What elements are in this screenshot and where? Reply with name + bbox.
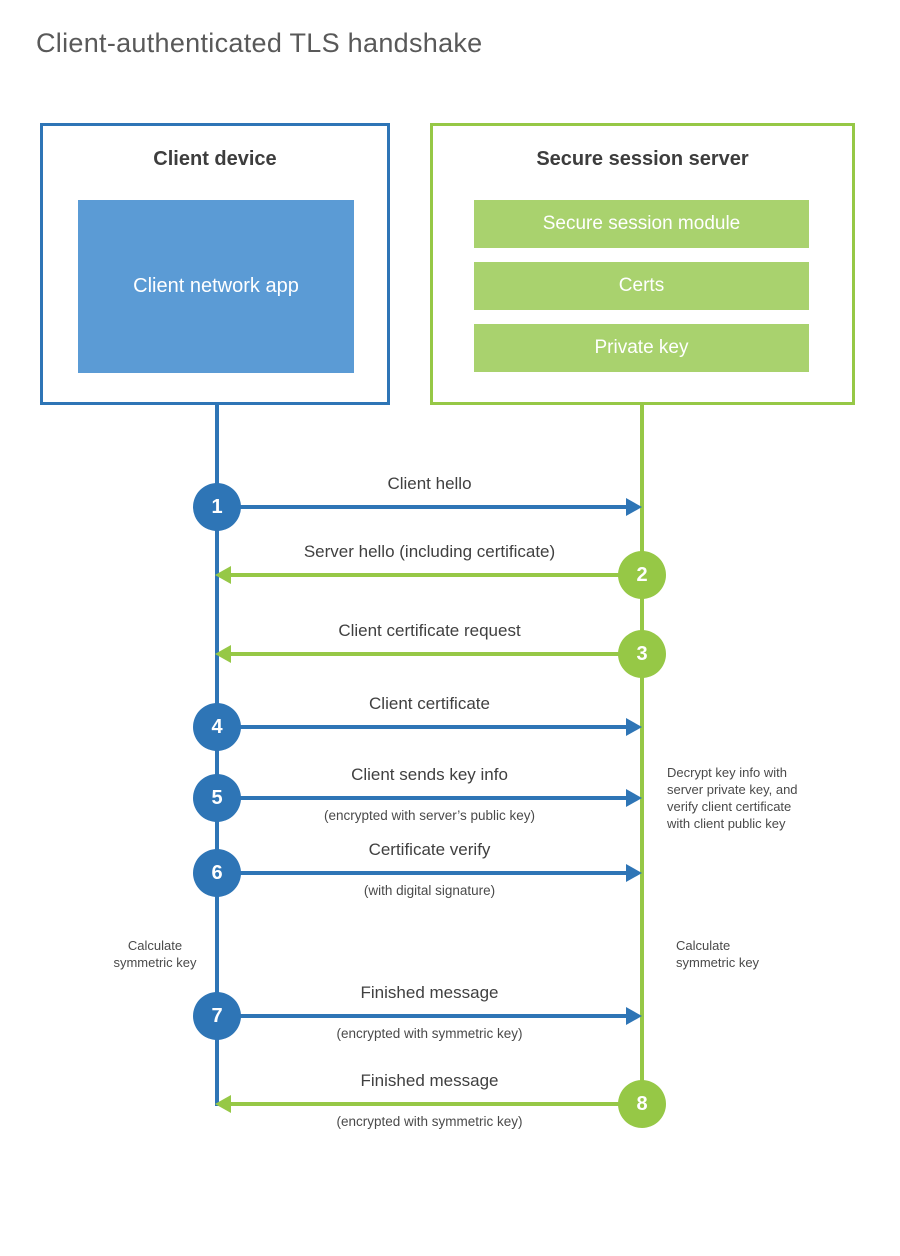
message-label-step-1: Client hello (387, 474, 472, 493)
message-arrow-step-7 (218, 1014, 628, 1018)
client-network-app-label: Client network app (133, 275, 299, 297)
message-arrowhead-step-4 (626, 718, 642, 736)
client-lifeline (215, 405, 219, 1106)
message-arrowhead-step-6 (626, 864, 642, 882)
message-arrow-step-2 (231, 573, 641, 577)
step-circle-5: 5 (193, 774, 241, 822)
step-circle-7: 7 (193, 992, 241, 1040)
message-arrowhead-step-5 (626, 789, 642, 807)
secure-session-server-title: Secure session server (536, 148, 749, 170)
secure-session-server-box: Secure session server Secure session mod… (430, 123, 855, 405)
step-circle-1: 1 (193, 483, 241, 531)
client-device-box: Client device Client network app (40, 123, 390, 405)
step-number: 5 (211, 786, 223, 809)
message-sublabel-step-6: (with digital signature) (363, 883, 496, 898)
message-label-step-5: Client sends key info (351, 765, 508, 784)
step-circle-4: 4 (193, 703, 241, 751)
step-number: 6 (211, 861, 223, 884)
server-lifeline (640, 405, 644, 1106)
step-circle-3: 3 (618, 630, 666, 678)
message-arrow-step-5 (218, 796, 628, 800)
message-label-step-3: Client certificate request (338, 621, 521, 640)
message-arrowhead-step-2 (215, 566, 231, 584)
message-arrow-step-4 (218, 725, 628, 729)
server-calculate-symmetric-key-note: Calculate symmetric key (676, 938, 760, 971)
message-arrowhead-step-1 (626, 498, 642, 516)
page-title: Client-authenticated TLS handshake (36, 28, 483, 58)
decrypt-key-note: Decrypt key info with server private key… (667, 765, 798, 832)
step-number: 1 (211, 495, 223, 518)
message-label-step-7: Finished message (360, 983, 499, 1002)
step-number: 3 (636, 642, 648, 665)
message-label-step-8: Finished message (360, 1071, 499, 1090)
step-number: 8 (636, 1092, 648, 1115)
step-circle-6: 6 (193, 849, 241, 897)
message-sublabel-step-8: (encrypted with symmetric key) (336, 1114, 523, 1129)
client-calculate-symmetric-key-note: Calculate symmetric key (113, 938, 197, 971)
message-sublabel-step-7: (encrypted with symmetric key) (336, 1026, 523, 1041)
message-arrowhead-step-3 (215, 645, 231, 663)
message-arrow-step-8 (231, 1102, 641, 1106)
message-arrow-step-3 (231, 652, 641, 656)
message-arrowhead-step-7 (626, 1007, 642, 1025)
message-arrow-step-6 (218, 871, 628, 875)
message-arrow-step-1 (218, 505, 628, 509)
client-device-title: Client device (153, 148, 277, 170)
step-circle-2: 2 (618, 551, 666, 599)
server-module-bar: Secure session module (474, 200, 809, 248)
server-module-bar: Certs (474, 262, 809, 310)
message-label-step-6: Certificate verify (368, 840, 491, 859)
message-sublabel-step-5: (encrypted with server’s public key) (323, 808, 536, 823)
client-network-app-box: Client network app (78, 200, 354, 373)
step-circle-8: 8 (618, 1080, 666, 1128)
step-number: 7 (211, 1004, 223, 1027)
step-number: 2 (636, 563, 648, 586)
message-label-step-2: Server hello (including certificate) (303, 542, 556, 561)
step-number: 4 (211, 715, 223, 738)
message-label-step-4: Client certificate (369, 694, 490, 713)
server-module-bar: Private key (474, 324, 809, 372)
message-arrowhead-step-8 (215, 1095, 231, 1113)
